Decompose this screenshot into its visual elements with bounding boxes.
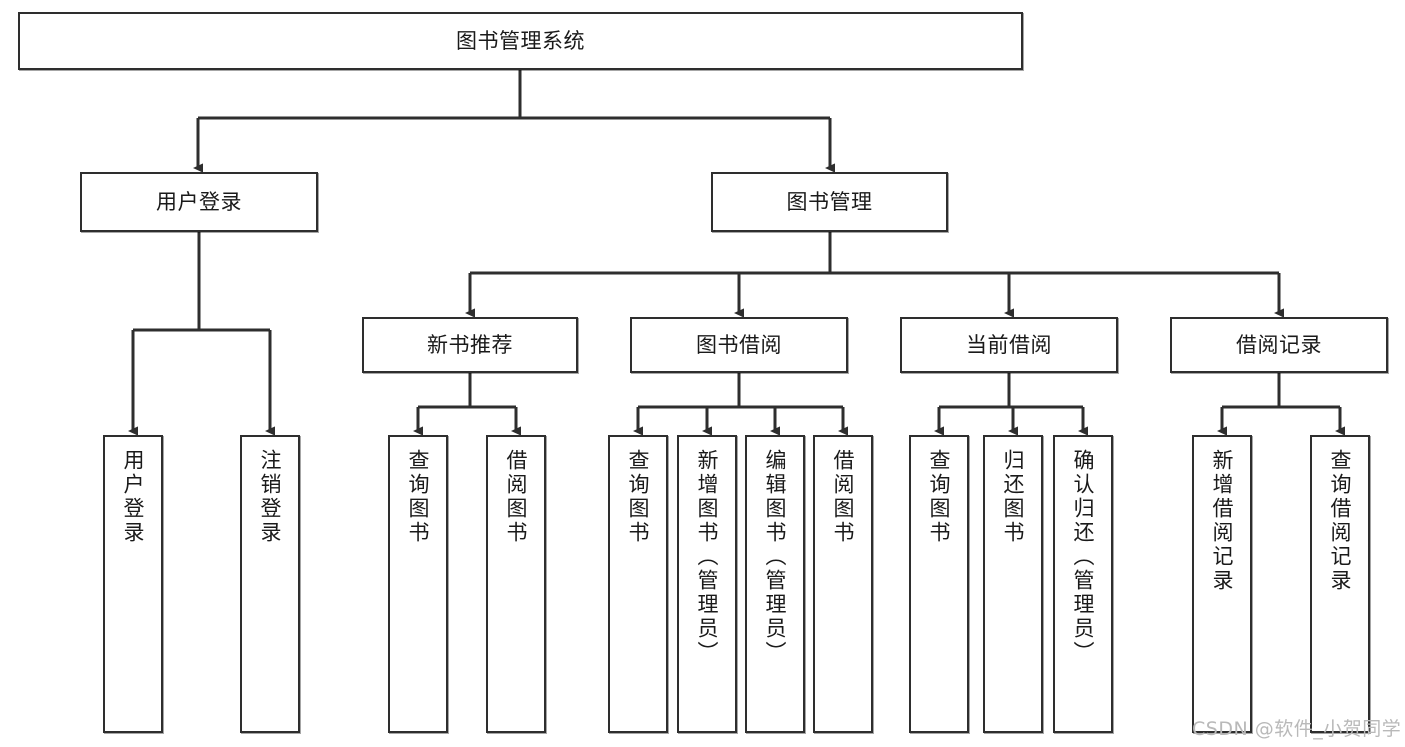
node-leaf-borrow-book-label: 借阅图书 — [831, 449, 856, 545]
node-leaf-logout-label: 注销登录 — [258, 449, 283, 545]
node-book-borrow-label: 图书借阅 — [696, 332, 782, 357]
node-book-manage[interactable]: 图书管理 — [711, 172, 948, 232]
node-new-book-recommend[interactable]: 新书推荐 — [362, 317, 578, 373]
node-current-borrow[interactable]: 当前借阅 — [900, 317, 1118, 373]
node-leaf-add-book-admin-label: 新增图书（管理员） — [695, 449, 720, 665]
node-leaf-add-book-admin[interactable]: 新增图书（管理员） — [677, 435, 737, 733]
node-leaf-query-book-borrow[interactable]: 查询图书 — [608, 435, 668, 733]
node-borrow-record-label: 借阅记录 — [1236, 332, 1322, 357]
node-root-label: 图书管理系统 — [456, 28, 585, 53]
node-new-book-recommend-label: 新书推荐 — [427, 332, 513, 357]
node-leaf-return-book-label: 归还图书 — [1001, 449, 1026, 545]
node-leaf-query-borrow-record[interactable]: 查询借阅记录 — [1310, 435, 1370, 733]
node-book-manage-label: 图书管理 — [786, 189, 873, 214]
node-leaf-query-book-rec-label: 查询图书 — [406, 449, 431, 545]
node-user-login[interactable]: 用户登录 — [80, 172, 318, 232]
node-leaf-user-login-label: 用户登录 — [121, 449, 146, 545]
node-book-borrow[interactable]: 图书借阅 — [630, 317, 848, 373]
node-current-borrow-label: 当前借阅 — [966, 332, 1052, 357]
node-leaf-query-book-current[interactable]: 查询图书 — [909, 435, 969, 733]
node-leaf-confirm-return-admin-label: 确认归还（管理员） — [1071, 449, 1096, 665]
node-leaf-query-book-current-label: 查询图书 — [927, 449, 952, 545]
csdn-watermark: CSDN @软件_小贺同学 — [1192, 718, 1402, 740]
node-user-login-label: 用户登录 — [156, 189, 242, 214]
node-leaf-query-borrow-record-label: 查询借阅记录 — [1328, 449, 1353, 593]
node-leaf-query-book-rec[interactable]: 查询图书 — [388, 435, 448, 733]
node-leaf-add-borrow-record[interactable]: 新增借阅记录 — [1192, 435, 1252, 733]
node-leaf-edit-book-admin[interactable]: 编辑图书（管理员） — [745, 435, 805, 733]
node-leaf-query-book-borrow-label: 查询图书 — [626, 449, 651, 545]
node-leaf-return-book[interactable]: 归还图书 — [983, 435, 1043, 733]
node-leaf-add-borrow-record-label: 新增借阅记录 — [1210, 449, 1235, 593]
node-leaf-confirm-return-admin[interactable]: 确认归还（管理员） — [1053, 435, 1113, 733]
node-leaf-logout[interactable]: 注销登录 — [240, 435, 300, 733]
node-leaf-borrow-book-rec[interactable]: 借阅图书 — [486, 435, 546, 733]
node-borrow-record[interactable]: 借阅记录 — [1170, 317, 1388, 373]
node-leaf-user-login[interactable]: 用户登录 — [103, 435, 163, 733]
node-leaf-edit-book-admin-label: 编辑图书（管理员） — [763, 449, 788, 665]
node-leaf-borrow-book-rec-label: 借阅图书 — [504, 449, 529, 545]
node-leaf-borrow-book[interactable]: 借阅图书 — [813, 435, 873, 733]
node-root-system[interactable]: 图书管理系统 — [18, 12, 1023, 70]
